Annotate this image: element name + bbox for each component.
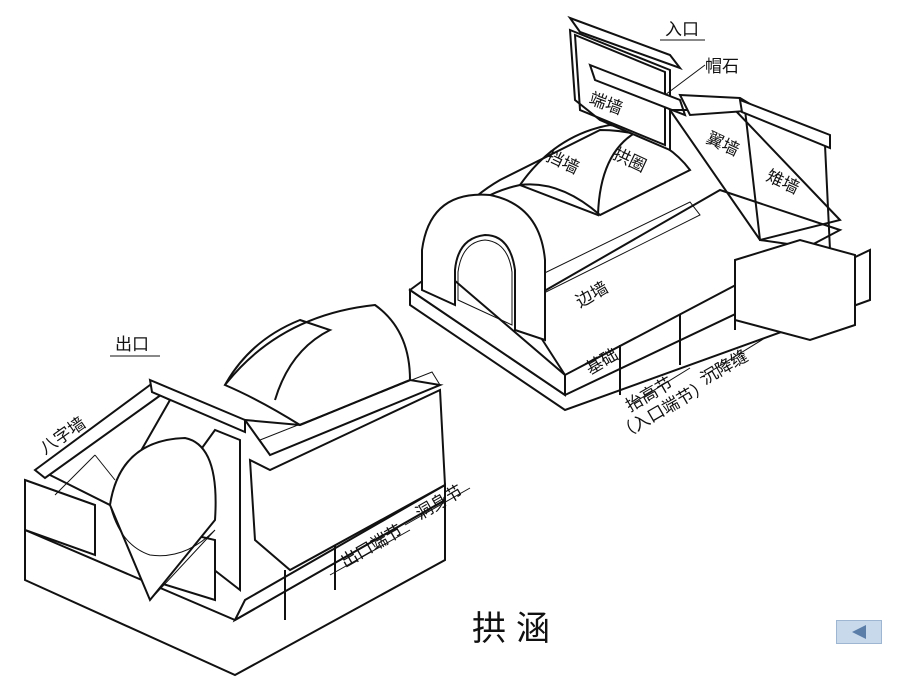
slide-title: 拱涵 — [472, 609, 560, 649]
label-arch-ring-text: 拱圈 — [610, 144, 649, 176]
label-wing-wall: 翼墙 — [703, 128, 742, 160]
label-inlet-text: 入口 — [665, 20, 699, 40]
label-cone-wall: 雉墙 — [763, 166, 802, 198]
label-cone-wall-text: 雉墙 — [763, 166, 802, 198]
outlet-culvert-drawing — [24, 303, 447, 677]
back-arrow-icon[interactable] — [836, 620, 882, 644]
label-outlet-text: 出口 — [115, 335, 149, 355]
label-wing-wall-text: 翼墙 — [703, 128, 742, 160]
label-retaining-wall: 挡墙 — [543, 146, 582, 178]
label-side-wall: 边墙 — [573, 278, 612, 312]
label-inlet: 入口 — [660, 20, 705, 41]
label-outlet: 出口 — [110, 335, 160, 357]
label-cap-stone: 帽石 — [664, 57, 739, 96]
back-arrow-triangle — [852, 625, 866, 639]
inlet-culvert-drawing — [408, 15, 871, 412]
label-retaining-wall-text: 挡墙 — [543, 146, 582, 178]
label-side-wall-text: 边墙 — [573, 278, 612, 312]
label-arch-ring: 拱圈 — [610, 144, 649, 176]
label-cap-stone-text: 帽石 — [705, 57, 739, 77]
